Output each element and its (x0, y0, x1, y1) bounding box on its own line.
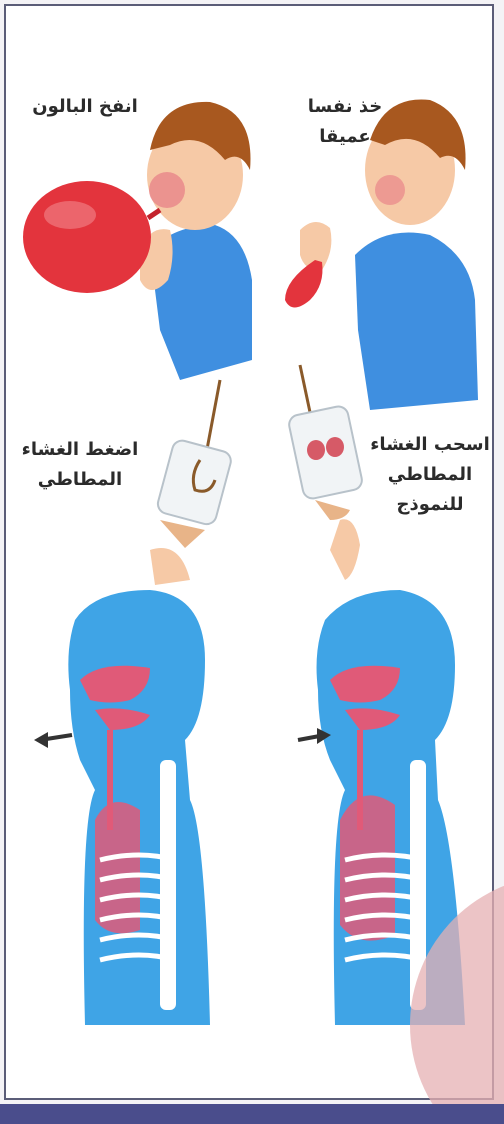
anatomy-exhale (34, 590, 210, 1025)
boy-deep-breath (285, 100, 478, 411)
model-push (150, 380, 233, 585)
balloon-small (285, 260, 323, 308)
model-pull (287, 365, 363, 580)
boy-blowing-balloon (23, 102, 252, 380)
balloon-large (23, 181, 151, 293)
bottom-bar (0, 1104, 504, 1124)
